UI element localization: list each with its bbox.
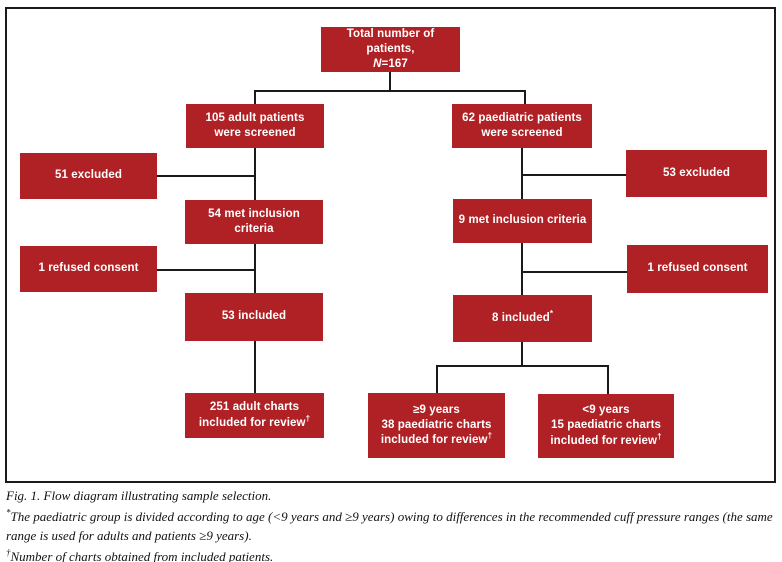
flow-box-refused-consent-right: 1 refused consent (627, 245, 768, 293)
connector-left-trunk-2 (254, 244, 256, 293)
connector-total-down (389, 72, 391, 91)
box-text-line: criteria (234, 223, 274, 235)
connector-refused-right (523, 271, 627, 273)
box-text-line: 1 refused consent (38, 262, 139, 275)
asterisk-marker: * (549, 309, 554, 319)
caption-title: Fig. 1. Flow diagram illustrating sample… (6, 488, 272, 503)
flow-box-included-right: 8 included* (453, 295, 592, 342)
box-text-line: N=167 (373, 58, 408, 71)
box-text-line: 251 adult charts (209, 401, 300, 414)
connector-age-split (436, 365, 609, 367)
dagger-marker: † (6, 548, 11, 559)
box-text-line: 53 included (221, 310, 287, 323)
connector-right-trunk-2 (521, 243, 523, 295)
flow-box-adult-screened: 105 adult patients were screened (186, 104, 324, 148)
box-text-line: were screened (214, 127, 296, 139)
connector-refused-left (157, 269, 255, 271)
flow-box-refused-consent-left: 1 refused consent (20, 246, 157, 292)
connector-left-trunk-3 (254, 341, 256, 393)
footnote-asterisk: *The paediatric group is divided accordi… (6, 508, 773, 543)
flow-box-paediatric-screened: 62 paediatric patients were screened (452, 104, 592, 148)
box-text-line: included for review† (380, 431, 493, 447)
flow-box-adult-charts: 251 adult charts included for review† (185, 393, 324, 438)
connector-excluded-right (523, 174, 626, 176)
box-text-line: ≥9 years (413, 403, 460, 416)
box-text-line: 15 paediatric charts (550, 419, 662, 432)
connector-left-trunk-1 (254, 148, 256, 200)
box-text-line: 53 excluded (663, 166, 730, 179)
flow-box-included-left: 53 included (185, 293, 323, 341)
flow-box-met-inclusion-left: 54 met inclusion criteria (185, 200, 323, 244)
box-text-line: Total number of patients, (346, 27, 435, 55)
box-text-line: <9 years (582, 404, 630, 417)
connector-to-paediatric (524, 90, 526, 104)
connector-to-lt9 (607, 365, 609, 394)
box-text-line: 62 paediatric patients (462, 111, 582, 124)
flow-box-paediatric-ge9: ≥9 years 38 paediatric charts included f… (368, 393, 505, 458)
flow-box-total-patients: Total number of patients, N=167 (321, 27, 460, 72)
figure-caption: Fig. 1. Flow diagram illustrating sample… (6, 487, 776, 562)
connector-right-trunk-1 (521, 148, 523, 199)
box-text-line: included for review† (198, 413, 311, 429)
flow-box-excluded-left: 51 excluded (20, 153, 157, 199)
box-text-line: 105 adult patients (205, 111, 305, 124)
dagger-marker: † (305, 413, 311, 423)
flow-box-excluded-right: 53 excluded (626, 150, 767, 197)
flow-box-met-inclusion-right: 9 met inclusion criteria (453, 199, 592, 243)
asterisk-marker: * (6, 508, 11, 519)
connector-excluded-left (157, 175, 255, 177)
connector-to-ge9 (436, 365, 438, 393)
connector-top-split (254, 90, 526, 92)
box-text-line: 38 paediatric charts (381, 418, 492, 431)
dagger-marker: † (657, 431, 662, 441)
box-text-line: 9 met inclusion criteria (458, 214, 587, 227)
dagger-marker: † (487, 431, 493, 441)
box-text-line: 54 met inclusion (208, 207, 300, 220)
box-text-line: 1 refused consent (647, 262, 748, 275)
flow-box-paediatric-lt9: <9 years 15 paediatric charts included f… (538, 394, 674, 458)
footnote-dagger: †Number of charts obtained from included… (6, 548, 274, 562)
connector-right-trunk-3 (521, 342, 523, 367)
box-text-line: 8 included* (491, 309, 554, 324)
box-text-line: 51 excluded (55, 169, 122, 182)
box-text-line: included for review† (550, 431, 662, 447)
box-text-line: were screened (481, 127, 563, 139)
connector-to-adult (254, 90, 256, 104)
